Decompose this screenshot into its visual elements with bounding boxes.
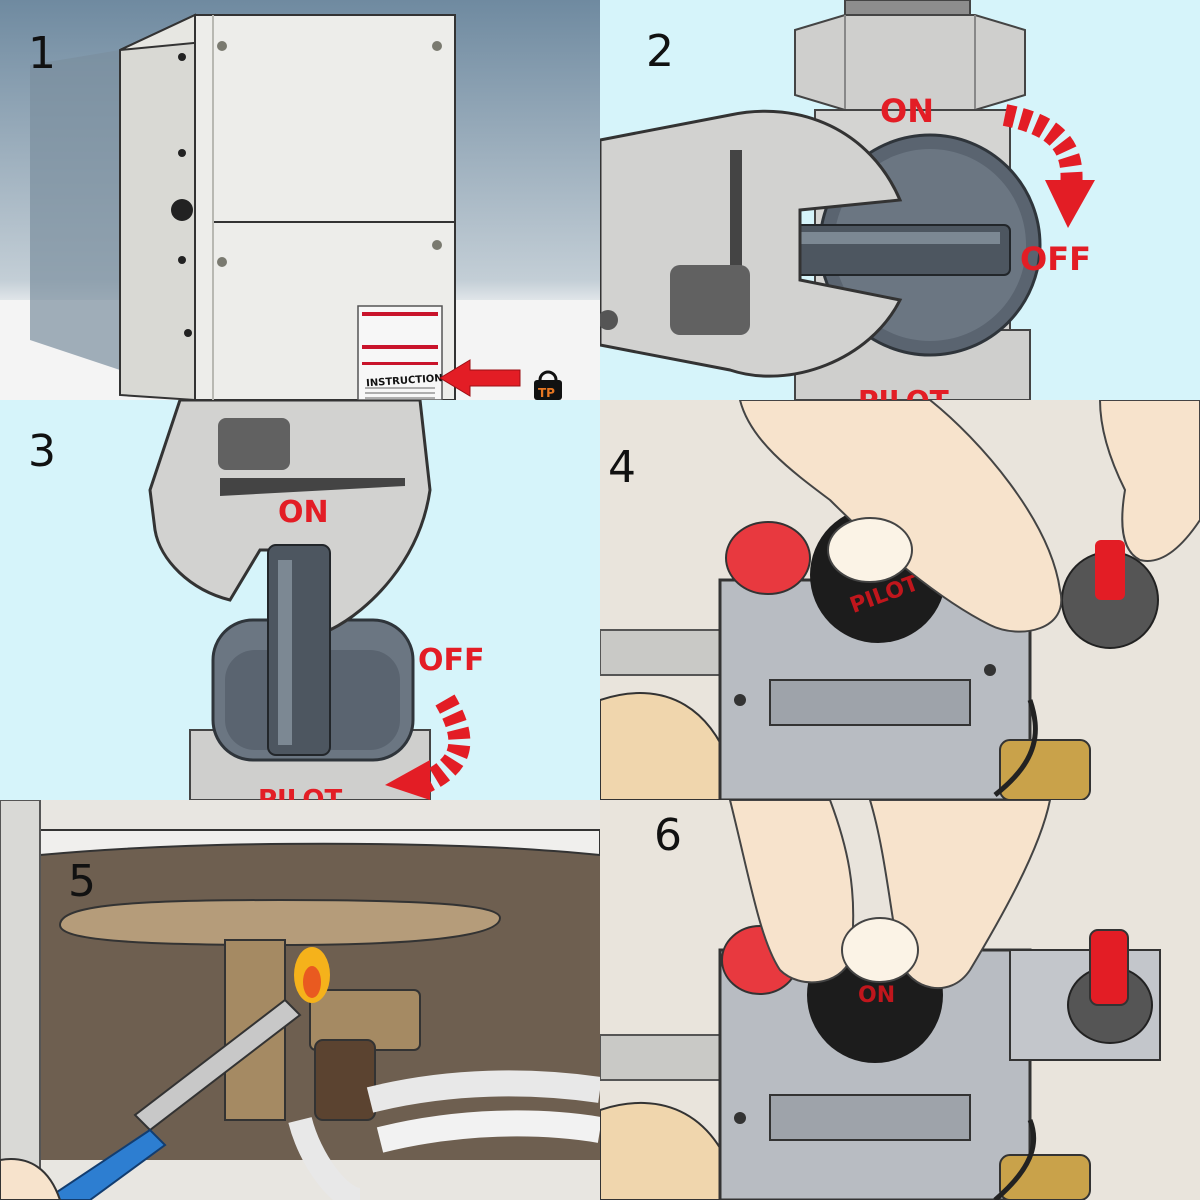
pilot-label: PILOT bbox=[258, 785, 342, 800]
step-1-panel: INSTRUCTION TP 1 bbox=[0, 0, 600, 400]
valve-pilot-illustration: ON OFF PILOT bbox=[0, 400, 600, 800]
instruction-label-text: INSTRUCTION bbox=[366, 373, 443, 389]
knob-on-illustration: ON bbox=[600, 800, 1200, 1200]
off-label: OFF bbox=[418, 643, 485, 678]
step-number: 5 bbox=[68, 856, 96, 907]
step-4-panel: PILOT 4 bbox=[600, 400, 1200, 800]
step-number: 3 bbox=[28, 426, 56, 477]
on-knob-label: ON bbox=[858, 983, 895, 1008]
valve-wrench-illustration: ON OFF PILOT bbox=[600, 0, 1200, 400]
off-label: OFF bbox=[1020, 240, 1091, 278]
burner-lighting-illustration bbox=[0, 800, 600, 1200]
furnace-illustration: INSTRUCTION TP bbox=[0, 0, 600, 400]
pilot-knob-press-illustration: PILOT bbox=[600, 400, 1200, 800]
brand-logo-text: TP bbox=[538, 386, 555, 400]
step-number: 4 bbox=[608, 442, 636, 493]
pointer-arrow bbox=[439, 359, 521, 397]
step-3-panel: ON OFF PILOT 3 bbox=[0, 400, 600, 800]
on-label: ON bbox=[278, 495, 329, 530]
step-6-panel: ON 6 bbox=[600, 800, 1200, 1200]
step-number: 2 bbox=[646, 26, 674, 77]
step-2-panel: ON OFF PILOT 2 bbox=[600, 0, 1200, 400]
on-label: ON bbox=[880, 92, 934, 130]
step-number: 1 bbox=[28, 28, 56, 79]
step-5-panel: 5 bbox=[0, 800, 600, 1200]
pilot-label: PILOT bbox=[858, 384, 949, 400]
step-number: 6 bbox=[654, 810, 682, 861]
brand-logo bbox=[534, 380, 562, 400]
